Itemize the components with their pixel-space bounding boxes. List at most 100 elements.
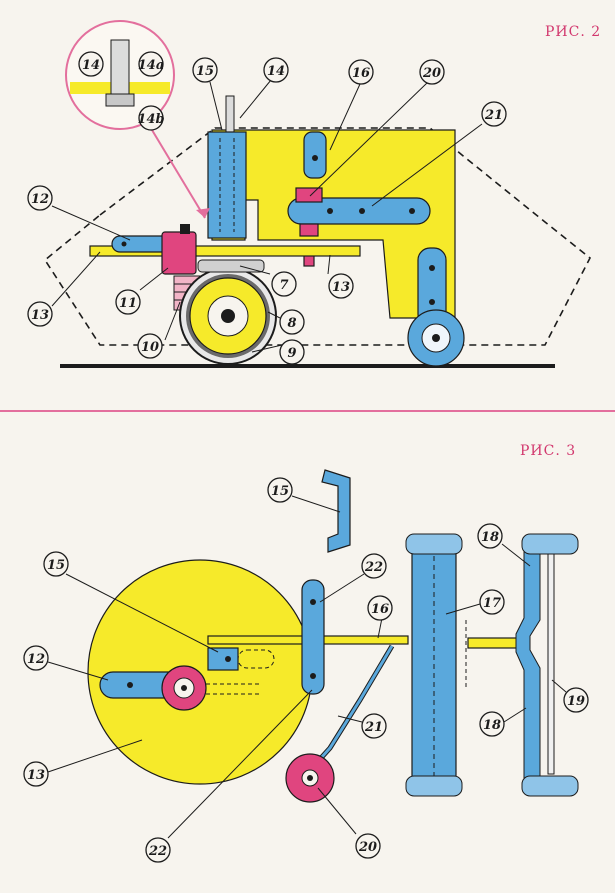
figure-2-caption: РИС. 2 xyxy=(545,24,601,40)
callout-15-loose: 15 xyxy=(267,477,293,503)
callout-label: 9 xyxy=(287,346,296,361)
callout-label: 21 xyxy=(484,108,503,123)
figure-3: РИС. 3 xyxy=(23,443,589,863)
callout-9: 9 xyxy=(279,339,305,365)
callout-label: 18 xyxy=(483,718,501,733)
mast-rod xyxy=(225,95,235,133)
callout-label: 13 xyxy=(27,768,45,783)
callout-label: 20 xyxy=(422,66,441,81)
wheel-20 xyxy=(285,753,335,803)
block-bolt xyxy=(225,656,231,662)
callout-16: 16 xyxy=(367,595,393,621)
rear-wheel xyxy=(407,309,465,367)
callout-label: 10 xyxy=(141,340,159,355)
callout-label: 13 xyxy=(31,308,49,323)
callout-label: 18 xyxy=(481,530,499,545)
pulley xyxy=(161,665,207,711)
callout-label: 15 xyxy=(271,484,289,499)
motor-11-terminal xyxy=(180,224,190,234)
strip-bolt xyxy=(310,599,316,605)
gear-7 xyxy=(197,259,265,273)
callout-20: 20 xyxy=(419,59,445,85)
callout-label: 14b xyxy=(137,112,164,127)
callout-20: 20 xyxy=(355,833,381,859)
callout-22-bottom: 22 xyxy=(145,837,171,863)
leg-bolt xyxy=(429,299,435,305)
detail-inset xyxy=(65,20,210,219)
bracket-15 xyxy=(207,131,247,239)
callout-14b: 14b xyxy=(137,105,165,131)
bracket-15-loose xyxy=(321,469,351,553)
callout-16: 16 xyxy=(348,59,374,85)
callout-14: 14 xyxy=(78,51,104,77)
callout-14a: 14a xyxy=(138,51,165,77)
rear-axle-18 xyxy=(515,547,541,779)
callout-12: 12 xyxy=(23,645,49,671)
callout-7: 7 xyxy=(271,271,297,297)
callout-label: 17 xyxy=(483,596,501,611)
callout-label: 21 xyxy=(364,720,383,735)
callout-label: 16 xyxy=(371,602,389,617)
inset-bolt xyxy=(110,39,130,95)
callout-15: 15 xyxy=(192,57,218,83)
rear-wheel-bottom xyxy=(521,775,579,797)
callout-21: 21 xyxy=(481,101,507,127)
callout-13-left: 13 xyxy=(27,301,53,327)
spacer-pink xyxy=(299,223,319,237)
arm-bolt xyxy=(409,208,415,214)
hull-outline xyxy=(43,127,592,346)
callout-22-top: 22 xyxy=(361,553,387,579)
callout-label: 22 xyxy=(364,560,383,575)
callout-label: 14 xyxy=(82,58,100,73)
motor-11 xyxy=(161,231,197,275)
chassis-bar-13 xyxy=(89,245,361,257)
motor-20 xyxy=(295,187,323,203)
callout-label: 20 xyxy=(358,840,377,855)
callout-label: 19 xyxy=(567,694,585,709)
callout-label: 16 xyxy=(352,66,370,81)
callout-label: 14 xyxy=(267,64,285,79)
axle-wheel-bottom xyxy=(405,775,463,797)
callout-label: 14a xyxy=(138,58,165,73)
callout-10: 10 xyxy=(137,333,163,359)
link-12-bolt xyxy=(127,682,133,688)
callout-label: 8 xyxy=(287,316,296,331)
callout-18-bottom: 18 xyxy=(479,711,505,737)
arm-bolt xyxy=(327,208,333,214)
callout-label: 12 xyxy=(31,192,49,207)
rear-wheel-top xyxy=(521,533,579,555)
plate-bolt xyxy=(312,155,318,161)
callout-17: 17 xyxy=(479,589,505,615)
callout-8: 8 xyxy=(279,309,305,335)
arm-bolt xyxy=(359,208,365,214)
beam-block xyxy=(207,647,239,671)
callout-14-top: 14 xyxy=(263,57,289,83)
callout-label: 11 xyxy=(119,296,137,311)
figure-3-caption: РИС. 3 xyxy=(520,443,576,459)
strip-22 xyxy=(301,579,325,695)
callout-12: 12 xyxy=(27,185,53,211)
axle-wheel-top xyxy=(405,533,463,555)
callout-label: 13 xyxy=(332,280,350,295)
figure-2-leaders xyxy=(51,79,483,353)
callout-label: 15 xyxy=(196,64,214,79)
strip-bolt xyxy=(310,673,316,679)
leg-bolt xyxy=(429,265,435,271)
figure-3-leaders xyxy=(47,495,567,839)
link-bolt xyxy=(121,241,127,247)
rear-rod-19 xyxy=(547,551,555,775)
callout-19: 19 xyxy=(563,687,589,713)
inset-pointer xyxy=(151,129,206,219)
callout-label: 7 xyxy=(279,278,288,293)
callout-label: 22 xyxy=(148,844,167,859)
figure-2: РИС. 2 xyxy=(27,20,601,368)
dashed-link xyxy=(237,649,275,669)
inset-arrowhead xyxy=(196,208,210,218)
callout-label: 15 xyxy=(47,558,65,573)
callout-13: 13 xyxy=(23,761,49,787)
inset-nut xyxy=(105,93,135,107)
callout-11: 11 xyxy=(115,289,141,315)
callout-15: 15 xyxy=(43,551,69,577)
